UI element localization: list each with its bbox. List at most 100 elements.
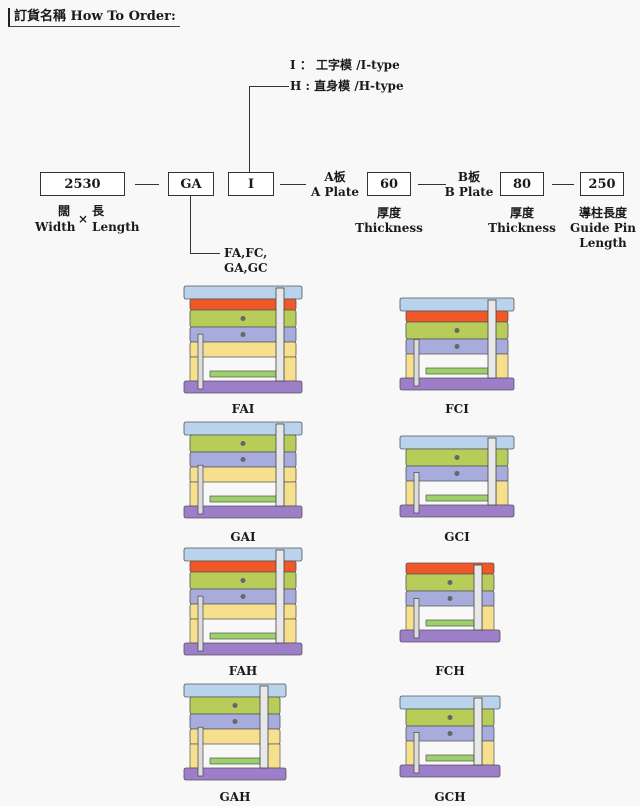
support-rail [481, 740, 495, 766]
screw-icon [232, 719, 238, 724]
a-plate-label-en: A Plate [310, 185, 360, 199]
screw-icon [240, 578, 246, 583]
screw-icon [240, 594, 246, 599]
mold-diagram-gci [399, 435, 515, 518]
return-pin [413, 598, 420, 639]
yellow-plate [189, 603, 297, 620]
ejector-plate [425, 367, 489, 375]
top-plate [399, 695, 501, 710]
support-rail [283, 618, 297, 644]
ejector-plate [209, 495, 277, 503]
screw-icon [447, 580, 453, 585]
ejector-plate [425, 494, 489, 502]
ejector-plate [209, 757, 261, 765]
mold-caption: GCH [434, 790, 466, 804]
yellow-plate [189, 466, 297, 483]
guide-pin [487, 437, 497, 506]
mold-caption: FAI [231, 402, 255, 416]
mold-caption: FAH [228, 664, 258, 678]
page-title: 訂貨名稱 How To Order: [8, 8, 180, 27]
thickness-label-en: Thickness [488, 221, 556, 235]
b-plate-label-zh: B板 [457, 170, 481, 184]
dash-line [135, 184, 159, 185]
bottom-plate [183, 505, 303, 519]
screw-icon [447, 715, 453, 720]
yellow-plate [189, 728, 281, 745]
guide-pin [473, 564, 483, 631]
return-pin [197, 595, 204, 652]
support-rail [495, 353, 509, 379]
ejector-plate [425, 619, 475, 627]
guide-pin [275, 549, 285, 644]
screw-icon [240, 457, 246, 462]
guide-pin [473, 697, 483, 766]
guide-pin-label-en: Guide Pin [569, 221, 637, 235]
times-symbol: × [78, 212, 89, 226]
screw-icon [454, 328, 460, 333]
series-options: GA,GC [224, 261, 268, 275]
return-pin [413, 732, 420, 774]
mold-diagram-gai [183, 421, 303, 519]
screw-icon [447, 731, 453, 736]
guide-pin [259, 685, 269, 769]
type-option-i: I ： 工字模 /I-type [290, 58, 400, 73]
bottom-plate [399, 629, 501, 643]
ejector-plate [425, 754, 475, 762]
return-pin [197, 333, 204, 390]
width-label-en: Width [35, 220, 76, 234]
dash-line [418, 184, 446, 185]
ejector-plate [209, 370, 277, 378]
top-plate [399, 435, 515, 450]
type-option-h: H : 直身模 /H-type [290, 79, 404, 94]
return-pin [197, 464, 204, 515]
type-code: I [290, 58, 296, 72]
bottom-plate [399, 764, 501, 778]
type-name: 直身模 /H-type [314, 79, 404, 93]
screw-icon [454, 344, 460, 349]
b-plate-code-box: 80 [500, 172, 544, 196]
top-plate [183, 683, 287, 698]
type-sep: : [305, 79, 310, 93]
type-code: H [290, 79, 302, 93]
bottom-plate [399, 504, 515, 518]
connector-line [190, 253, 220, 254]
mold-diagram-fch [399, 562, 501, 643]
return-pin [197, 726, 204, 777]
support-rail [283, 356, 297, 382]
guide-pin [275, 287, 285, 382]
thickness-label-zh: 厚度 [509, 206, 534, 220]
connector-line [190, 196, 191, 254]
thickness-label-zh: 厚度 [376, 206, 401, 220]
guide-pin-label-en: Length [579, 236, 627, 250]
yellow-plate [189, 341, 297, 358]
support-rail [283, 481, 297, 507]
bottom-plate [183, 380, 303, 394]
a-plate-label-zh: A板 [324, 170, 346, 184]
mold-caption: FCI [445, 402, 469, 416]
support-rail [481, 605, 495, 631]
mold-diagram-fai [183, 285, 303, 394]
screw-icon [454, 471, 460, 476]
length-label-zh: 長 [92, 204, 105, 218]
bottom-plate [399, 377, 515, 391]
guide-pin-code-box: 250 [580, 172, 624, 196]
support-rail [495, 480, 509, 506]
thickness-label-en: Thickness [355, 221, 423, 235]
mold-caption: GAH [219, 790, 251, 804]
bottom-plate [183, 642, 303, 656]
mold-diagram-gch [399, 695, 501, 778]
mold-diagram-fah [183, 547, 303, 656]
mold-caption: GCI [444, 530, 470, 544]
a-plate-code-box: 60 [367, 172, 411, 196]
mold-diagram-fci [399, 297, 515, 391]
bottom-plate [183, 767, 287, 781]
return-pin [413, 472, 420, 514]
ejector-plate [209, 632, 277, 640]
screw-icon [447, 596, 453, 601]
screw-icon [232, 703, 238, 708]
screw-icon [454, 455, 460, 460]
guide-pin [275, 423, 285, 507]
guide-pin [487, 299, 497, 379]
mold-caption: GAI [230, 530, 256, 544]
return-pin [413, 339, 420, 387]
